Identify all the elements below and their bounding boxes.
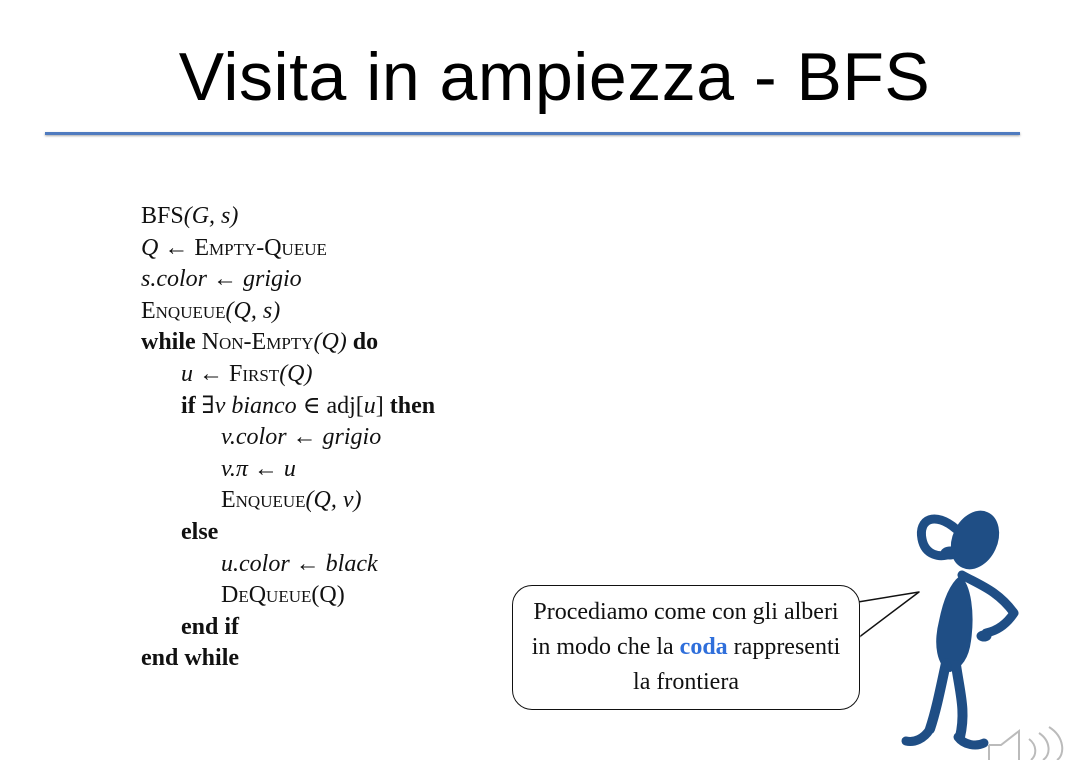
algo-if: if ∃v bianco ∈ adj[u] then: [181, 392, 436, 419]
algo-color-u: u.color ← black: [221, 550, 378, 577]
algo-else: else: [181, 518, 219, 545]
algo-end-while: end while: [141, 645, 240, 672]
speech-bubble-text: Procediamo come con gli alberi in modo c…: [531, 599, 841, 695]
speech-bubble: Procediamo come con gli alberi in modo c…: [512, 585, 860, 710]
title-divider: [45, 132, 1020, 135]
algo-signature: BFS(G, s): [141, 203, 239, 229]
algo-pi-v: v.π ← u: [221, 455, 296, 482]
algo-dequeue: DeQueue(Q): [221, 582, 345, 609]
algo-end-if: end if: [181, 613, 240, 640]
bfs-pseudocode: BFS(G, s) Q ← Empty-Queue s.color ← grig…: [141, 201, 435, 675]
highlight-coda: coda: [679, 634, 728, 660]
algo-while: while Non-Empty(Q) do: [141, 329, 379, 356]
algo-color-v: v.color ← grigio: [221, 424, 382, 451]
algo-init-queue: Q ← Empty-Queue: [141, 234, 327, 261]
thinking-figure-icon: [901, 510, 1019, 750]
algo-first: u ← First(Q): [181, 360, 313, 387]
slide-title: Visita in ampiezza - BFS: [178, 39, 931, 115]
algo-color-source: s.color ← grigio: [141, 266, 302, 293]
algo-enqueue-source: Enqueue(Q, s): [141, 297, 281, 324]
speaker-icon[interactable]: [985, 715, 1089, 760]
algo-enqueue-v: Enqueue(Q, v): [221, 487, 362, 514]
